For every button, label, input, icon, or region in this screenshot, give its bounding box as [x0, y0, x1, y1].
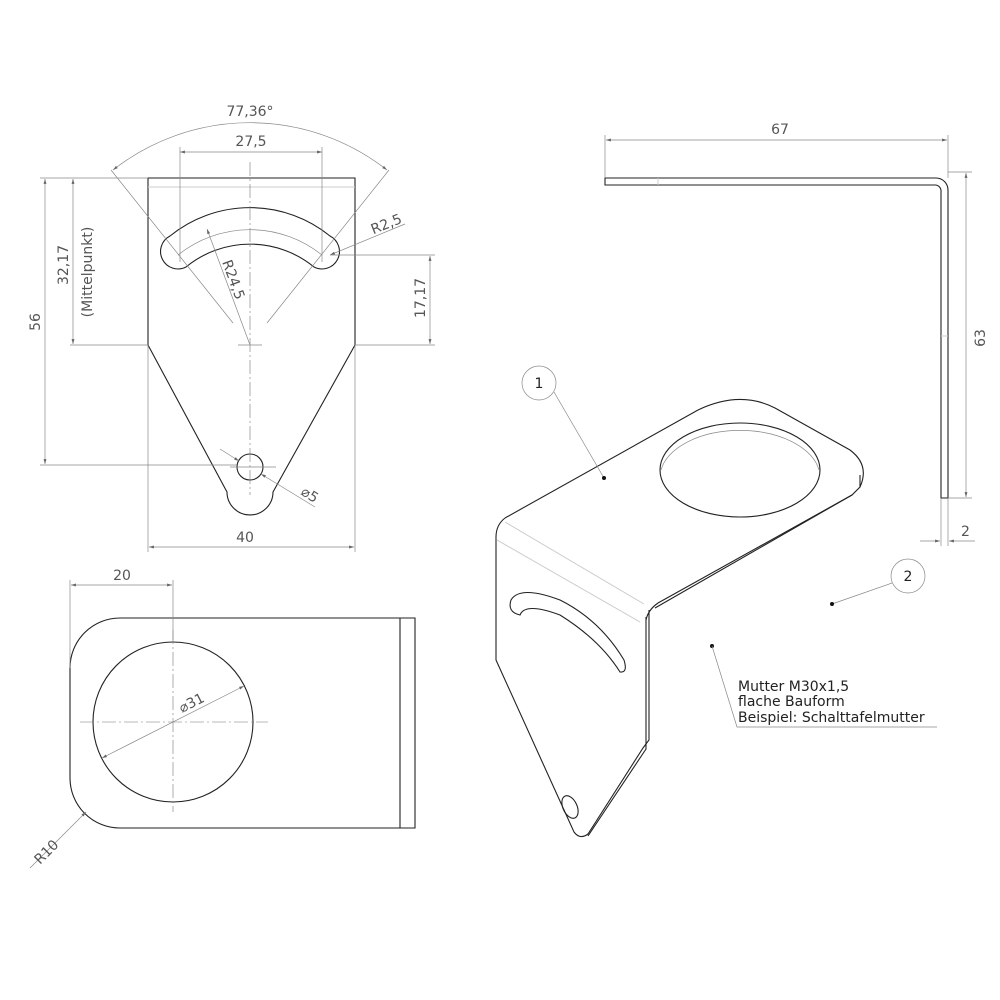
balloon-1-leader-dot: [602, 476, 606, 480]
height-dim-label: 56: [28, 313, 44, 331]
angle-ext-line-left: [110, 169, 234, 324]
center-offset-dim-label: 20: [113, 568, 131, 584]
hole-dia-label: ⌀5: [298, 484, 321, 507]
balloon-1: [521, 365, 557, 401]
note-line-1: Mutter M30x1,5: [738, 679, 849, 695]
note-line-3: Beispiel: Schalttafelmutter: [738, 710, 925, 726]
angle-ext-line-right: [266, 169, 390, 324]
bottom-view-outline: [69, 617, 416, 829]
iso-front-face: [495, 517, 650, 838]
balloon-2-leader-dot: [830, 602, 834, 606]
side-view: 67 63 2: [604, 122, 989, 546]
iso-nut-hole: [659, 422, 821, 518]
slot-width-dim-label: 27,5: [235, 134, 266, 150]
center-height-dim-label: 32,17: [56, 245, 72, 285]
slot-end-radius-label: R2,5: [369, 211, 405, 238]
slot-offset-dim-label: 17,17: [413, 278, 429, 318]
angle-dim-label: 77,36°: [226, 104, 273, 120]
front-view: 77,36° 27,5 R2,5 R24,5 56 32,17 (Mittelp…: [28, 104, 435, 552]
balloon-2: [890, 558, 926, 594]
balloon-1-label: 1: [535, 376, 544, 392]
thickness-dim-label: 2: [961, 524, 970, 540]
arc-slot: [160, 207, 340, 270]
width-dim-label: 40: [236, 530, 254, 546]
note-line-2: flache Bauform: [738, 694, 845, 710]
angle-dim-arc: [112, 122, 388, 171]
isometric-view: 1 2 Mutter M30x1,5 flache Bauform Beispi…: [495, 365, 937, 838]
height-dim-label-side: 63: [973, 329, 989, 347]
front-view-outline: [147, 177, 356, 516]
side-view-outline: [604, 177, 949, 499]
iso-mount-hole: [561, 795, 579, 819]
length-dim-label: 67: [771, 122, 789, 138]
bottom-view: 20 ⌀31 R10: [29, 568, 416, 869]
iso-arc-slot: [509, 591, 626, 673]
arc-radius-label: R24,5: [218, 258, 247, 302]
center-note-label: (Mittelpunkt): [80, 227, 96, 318]
corner-radius-label: R10: [32, 837, 63, 868]
iso-top-face: [504, 398, 864, 621]
balloon-2-label: 2: [904, 569, 913, 585]
nut-hole-dia-line: [101, 685, 245, 759]
